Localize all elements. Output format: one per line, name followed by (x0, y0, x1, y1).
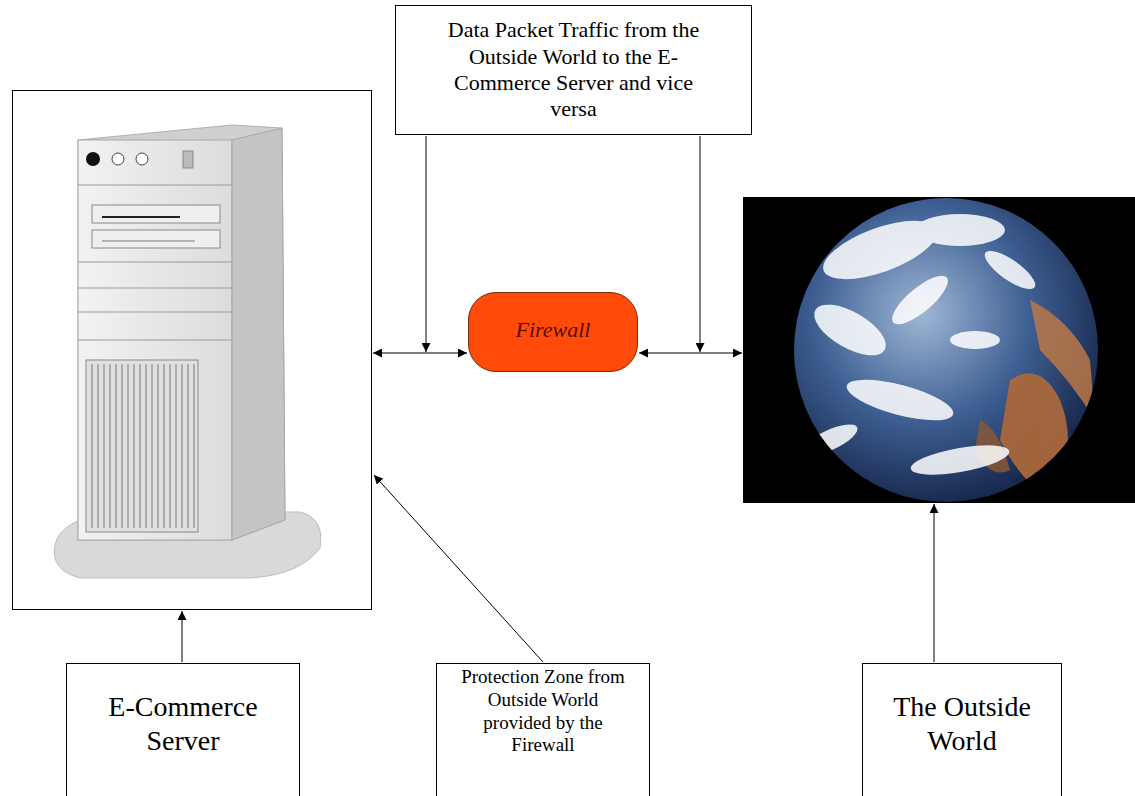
label-box: Protection Zone from Outside World provi… (436, 663, 650, 796)
box-label: E-Commerce Server (77, 690, 289, 757)
earth-globe (794, 198, 1098, 502)
earth-background (743, 197, 1135, 503)
firewall-box: Firewall (468, 292, 638, 372)
label-box: Data Packet Traffic from the Outside Wor… (395, 5, 752, 135)
server-frame (13, 91, 372, 610)
box-label: Protection Zone from Outside World provi… (457, 666, 629, 757)
box-label: Data Packet Traffic from the Outside Wor… (444, 17, 703, 123)
label-box: The Outside World (862, 663, 1062, 796)
firewall-label: Firewall (516, 317, 591, 343)
box-label: The Outside World (873, 690, 1051, 757)
label-box: E-Commerce Server (66, 663, 300, 796)
server-tower (54, 125, 321, 578)
arrows (182, 136, 934, 662)
